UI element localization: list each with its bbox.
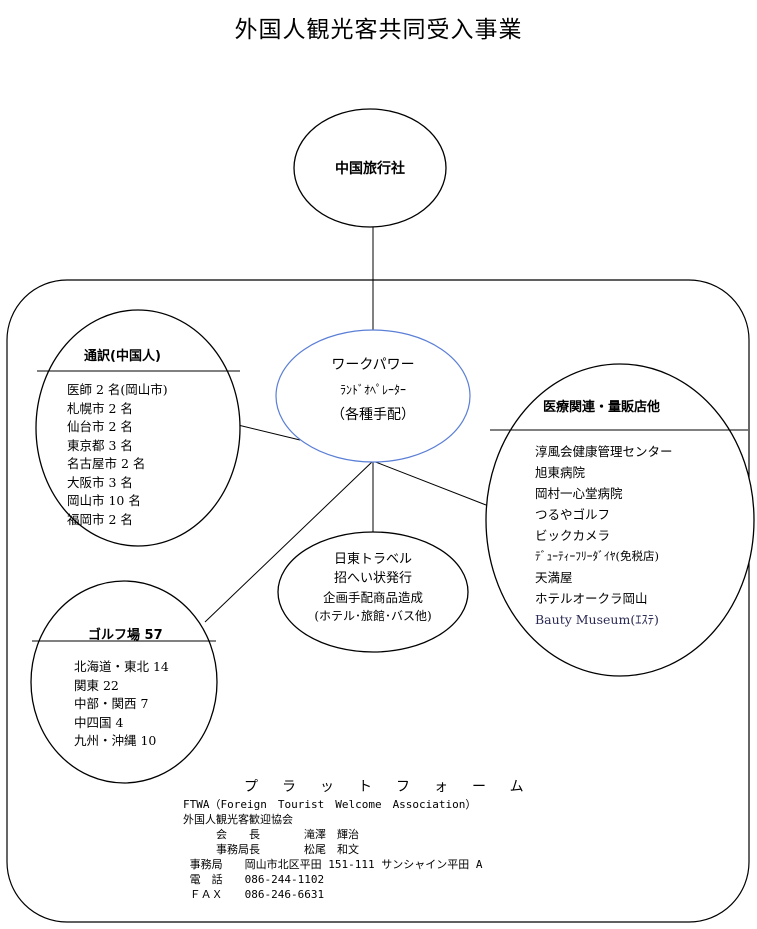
info-line: FTWA（Foreign Tourist Welcome Association… xyxy=(183,798,477,811)
list-item: 岡村一心堂病院 xyxy=(535,486,623,501)
nitto-line: (ホテル･旅館･バス他) xyxy=(314,609,432,623)
connector-workpower-golf xyxy=(204,460,374,623)
list-item: ﾃﾞｭｰﾃｨｰﾌﾘｰﾀﾞｲﾔ(免税店) xyxy=(535,549,659,563)
list-item: 大阪市 3 名 xyxy=(67,474,133,490)
list-item: 関東 22 xyxy=(74,677,119,693)
nitto-text: 日東トラベル 招へい状発行 企画手配商品造成 (ホテル･旅館･バス他) xyxy=(286,550,460,626)
info-line: 会 長 滝澤 輝治 xyxy=(183,828,359,841)
info-line: ＦＡＸ 086-246-6631 xyxy=(183,888,325,901)
list-item: ビックカメラ xyxy=(535,528,611,543)
interpreters-list: 医師 2 名(岡山市) 札幌市 2 名 仙台市 2 名 東京都 3 名 名古屋市… xyxy=(67,381,168,529)
china-agency-label: 中国旅行社 xyxy=(335,161,405,177)
list-item: 九州・沖縄 10 xyxy=(74,733,157,748)
list-item: 札幌市 2 名 xyxy=(67,400,133,416)
medical-list: 淳風会健康管理センター 旭東病院 岡村一心堂病院 つるやゴルフ ビックカメラ ﾃ… xyxy=(535,441,673,630)
list-item: 天満屋 xyxy=(535,570,573,585)
interpreters-ellipse xyxy=(35,309,241,547)
nitto-line: 企画手配商品造成 xyxy=(322,590,423,605)
workpower-line: ワークパワー xyxy=(331,357,415,373)
workpower-ellipse xyxy=(275,329,471,463)
list-item: 東京都 3 名 xyxy=(67,437,133,453)
list-item: ホテルオークラ岡山 xyxy=(535,591,648,606)
medical-header: 医療関連・量販店他 xyxy=(543,400,661,415)
list-item: 旭東病院 xyxy=(535,465,586,480)
association-info: FTWA（Foreign Tourist Welcome Association… xyxy=(183,797,482,902)
nitto-ellipse xyxy=(277,531,469,653)
list-item: 中四国 4 xyxy=(74,714,124,730)
golf-ellipse xyxy=(30,580,218,784)
workpower-line: ﾗﾝﾄﾞｵﾍﾟﾚｰﾀｰ xyxy=(339,383,406,397)
interpreters-header: 通訳(中国人) xyxy=(84,349,161,364)
medical-ellipse xyxy=(485,363,755,677)
list-item: Bauty Museum(ｴｽﾃ) xyxy=(535,612,659,627)
nitto-line: 日東トラベル xyxy=(333,552,412,567)
list-item: 福岡市 2 名 xyxy=(67,511,133,527)
list-item: 岡山市 10 名 xyxy=(67,493,141,508)
list-item: 名古屋市 2 名 xyxy=(67,456,146,471)
list-item: つるやゴルフ xyxy=(535,507,611,522)
connector-workpower-interpreters xyxy=(237,424,301,441)
info-line: 電 話 086-244-1102 xyxy=(183,873,325,886)
list-item: 仙台市 2 名 xyxy=(67,419,133,434)
list-item: 医師 2 名(岡山市) xyxy=(67,382,168,397)
info-line: 事務局長 松尾 和文 xyxy=(183,843,359,856)
list-item: 中部・関西 7 xyxy=(74,696,149,711)
china-agency-ellipse xyxy=(293,108,447,228)
workpower-text: ワークパワー ﾗﾝﾄﾞｵﾍﾟﾚｰﾀｰ （各種手配） xyxy=(290,352,456,428)
workpower-line: （各種手配） xyxy=(331,407,415,423)
nitto-line: 招へい状発行 xyxy=(333,571,412,586)
connector-workpower-medical xyxy=(372,460,487,506)
info-line: 事務局 岡山市北区平田 151-111 サンシャイン平田 A xyxy=(183,858,483,871)
list-item: 淳風会健康管理センター xyxy=(535,444,673,459)
info-line: 外国人観光客歓迎協会 xyxy=(183,813,293,826)
list-item: 北海道・東北 14 xyxy=(74,659,169,674)
golf-list: 北海道・東北 14 関東 22 中部・関西 7 中四国 4 九州・沖縄 10 xyxy=(74,658,169,751)
diagram-title: 外国人観光客共同受入事業 xyxy=(234,17,523,43)
golf-header: ゴルフ場 57 xyxy=(88,628,163,643)
platform-frame xyxy=(6,279,750,923)
platform-label: プラットフォーム xyxy=(244,779,548,795)
